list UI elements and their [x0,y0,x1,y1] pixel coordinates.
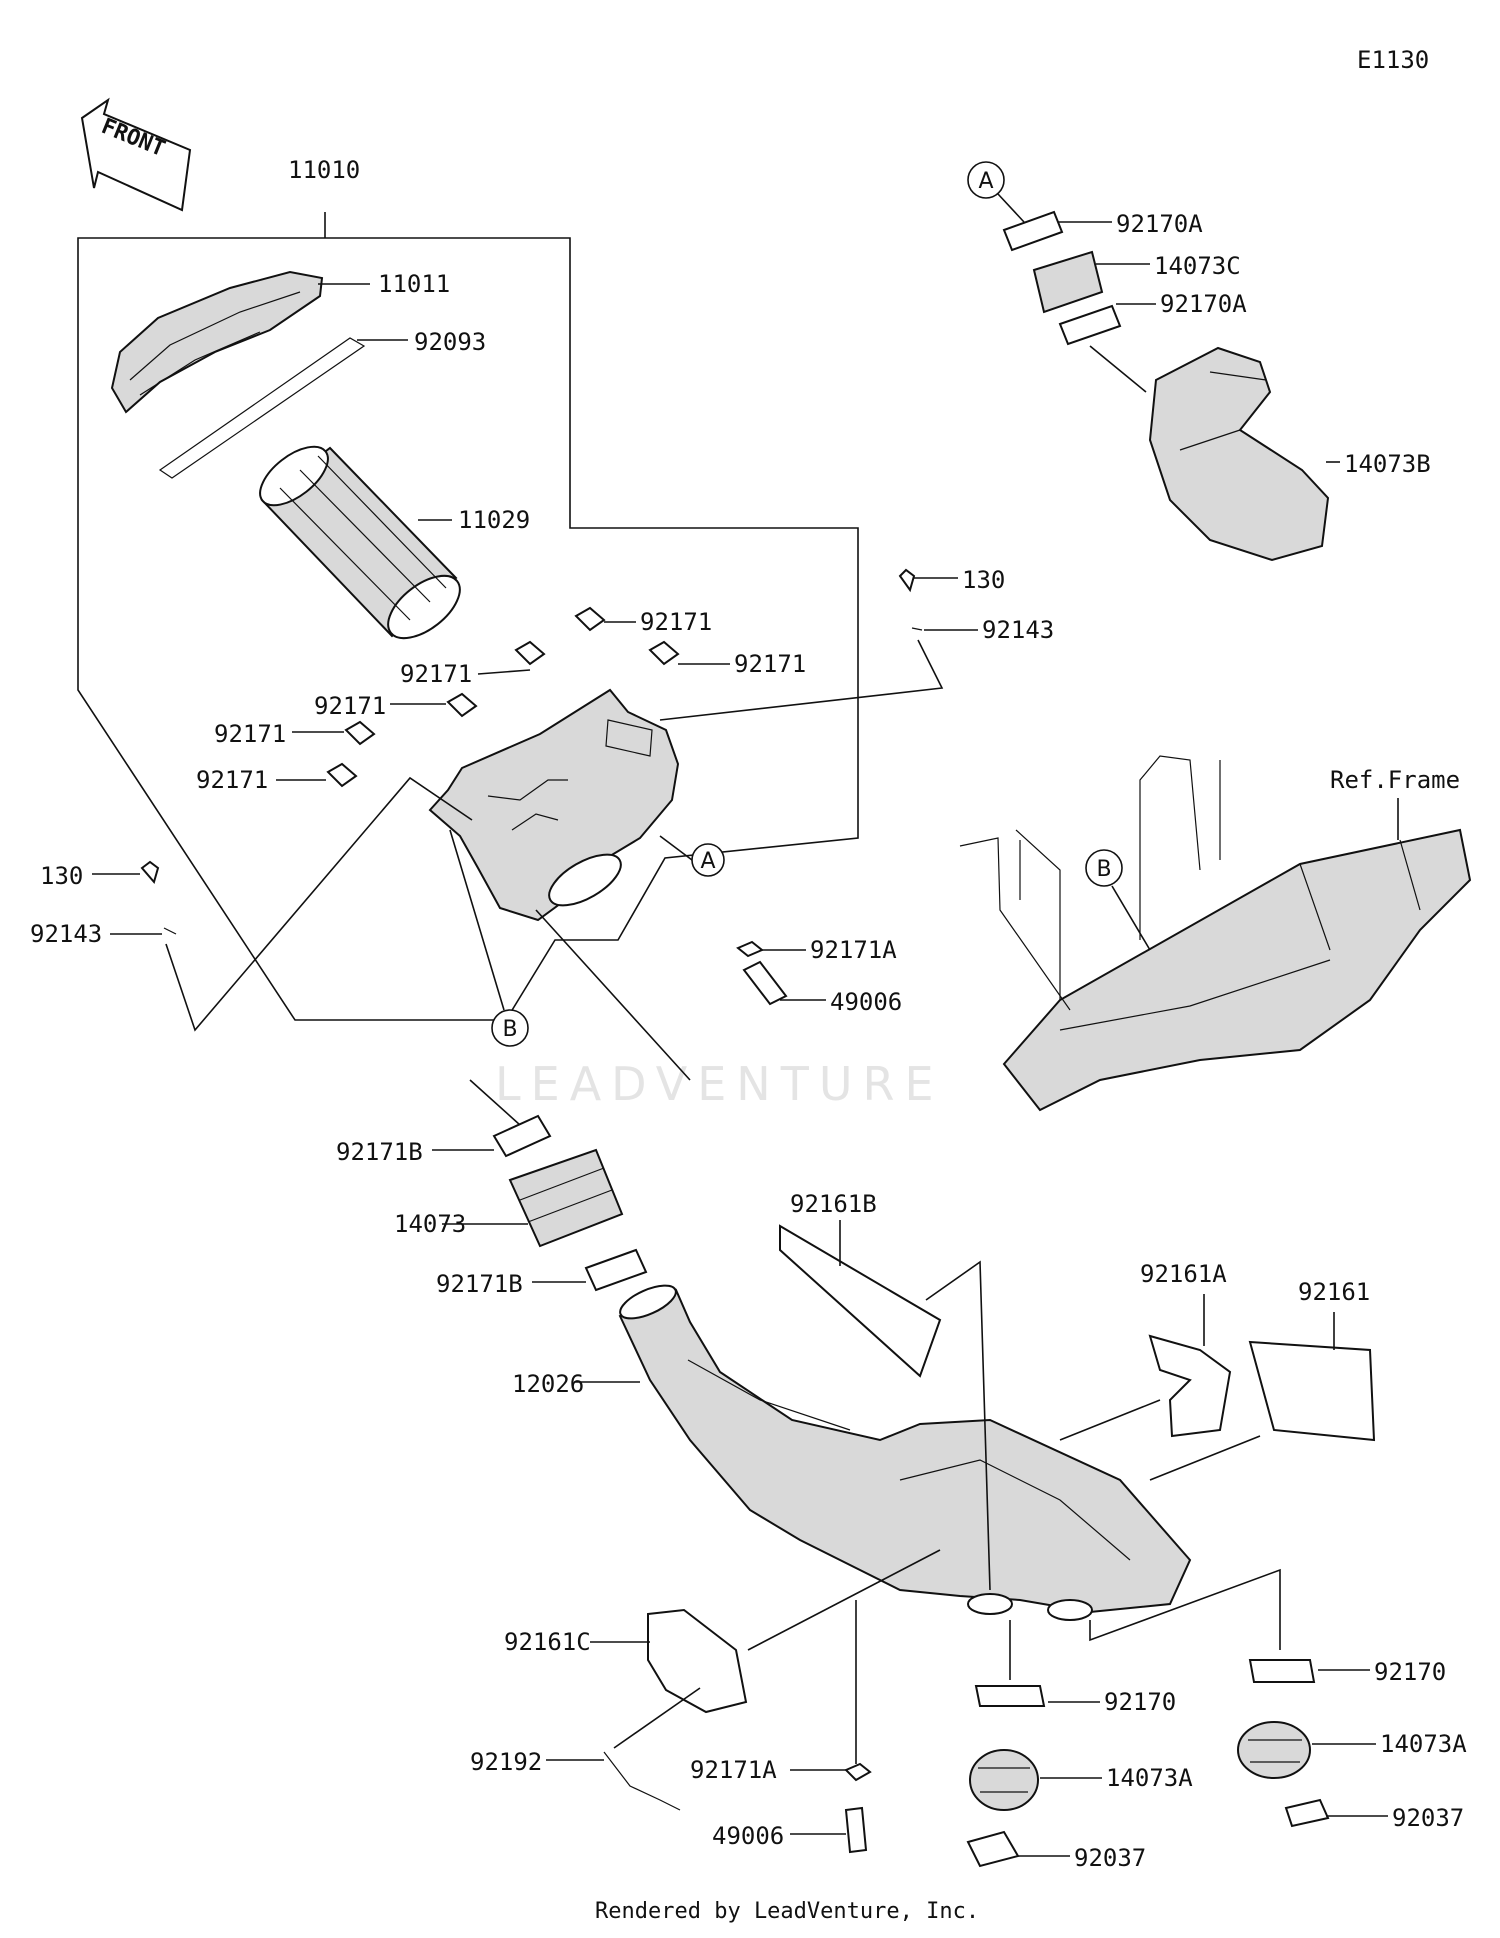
adapter-14073A-left [969,1749,1039,1811]
tube-49006-lower [844,1806,868,1854]
adapter-14073A-right [1237,1721,1311,1779]
clamp-92171A-lower [844,1762,872,1782]
callout-b-frame: B [1085,849,1123,887]
clamp-92037-left [966,1830,1020,1868]
clip-92171-3 [648,640,680,666]
label-92161B: 92161B [790,1190,877,1218]
label-92171-5: 92171 [214,720,286,748]
clamp-92170-right [1248,1659,1316,1683]
washer-92143-left [163,927,177,935]
label-14073C: 14073C [1154,252,1241,280]
footer-credit: Rendered by LeadVenture, Inc. [595,1899,979,1924]
label-92171A-upper: 92171A [810,936,897,964]
clamp-92170-left [974,1685,1046,1707]
cover-92161C [647,1608,748,1714]
air-cleaner-housing [428,688,680,922]
bolt-130-left [140,860,160,885]
clamp-92170A-bottom [1058,304,1122,346]
clip-92171-6 [326,762,358,788]
bolt-130-right [898,568,916,593]
label-49006-upper: 49006 [830,988,902,1016]
duct-14073B [1148,346,1330,562]
frame-reference [959,755,1472,1112]
label-92170A-bottom: 92170A [1160,290,1247,318]
label-92171B-top: 92171B [336,1138,423,1166]
callout-b-housing: B [491,1009,529,1047]
svg-text:A: A [700,849,715,874]
label-92143-left: 92143 [30,920,102,948]
label-12026: 12026 [512,1370,584,1398]
clip-92171-1 [574,606,606,632]
gasket-92093 [158,337,366,479]
callout-a-duct: A [967,161,1005,199]
clamp-92171B-bottom [584,1248,648,1292]
label-92171A-lower: 92171A [690,1756,777,1784]
label-92161: 92161 [1298,1278,1370,1306]
clamp-92171B-top [492,1114,552,1158]
label-92171B-bottom: 92171B [436,1270,523,1298]
label-92171-2: 92171 [400,660,472,688]
label-130-left: 130 [40,862,83,890]
label-92171-1: 92171 [640,608,712,636]
label-92037-right: 92037 [1392,1804,1464,1832]
washer-92143-right [911,627,923,631]
label-92192: 92192 [470,1748,542,1776]
svg-text:A: A [978,169,993,194]
label-14073B: 14073B [1344,450,1431,478]
label-92143-right: 92143 [982,616,1054,644]
sleeve-14073C [1032,250,1104,314]
label-92170A-top: 92170A [1116,210,1203,238]
label-14073A-left: 14073A [1106,1764,1193,1792]
clamp-92037-right [1284,1798,1330,1828]
svg-text:B: B [502,1017,517,1042]
clip-92171-2 [514,640,546,666]
label-11011: 11011 [378,270,450,298]
cover-92161A [1148,1334,1232,1438]
label-92161C: 92161C [504,1628,591,1656]
cover-92161B [779,1224,942,1378]
watermark: LEADVENTURE [495,1057,944,1111]
tube-49006-upper [742,960,788,1006]
assembly-11010-outline [77,212,859,1021]
label-92171-6: 92171 [196,766,268,794]
label-92093: 92093 [414,328,486,356]
air-filter-element [259,445,461,640]
front-arrow-icon: FRONT [80,97,192,212]
diagram-code: E1130 [1357,46,1429,74]
label-92170-right: 92170 [1374,1658,1446,1686]
svg-text:B: B [1096,857,1111,882]
label-14073: 14073 [394,1210,466,1238]
label-14073A-right: 14073A [1380,1730,1467,1758]
label-92170-left: 92170 [1104,1688,1176,1716]
clamp-92170A-top [1002,210,1064,252]
label-92037-left: 92037 [1074,1844,1146,1872]
cover-92161 [1248,1340,1376,1442]
callout-a-housing: A [691,843,725,877]
label-92171-3: 92171 [734,650,806,678]
boot-14073 [508,1148,624,1248]
label-11029: 11029 [458,506,530,534]
clamp-92171A-upper [736,940,764,958]
label-11010: 11010 [288,156,360,184]
intake-duct-12026 [618,1284,1192,1621]
label-ref-frame: Ref.Frame [1330,766,1460,794]
hose-92192 [603,1751,681,1811]
clip-92171-5 [344,720,376,746]
label-49006-lower: 49006 [712,1822,784,1850]
label-92171-4: 92171 [314,692,386,720]
label-130-right: 130 [962,566,1005,594]
air-cleaner-cover [110,270,324,414]
label-92161A: 92161A [1140,1260,1227,1288]
clip-92171-4 [446,692,478,718]
